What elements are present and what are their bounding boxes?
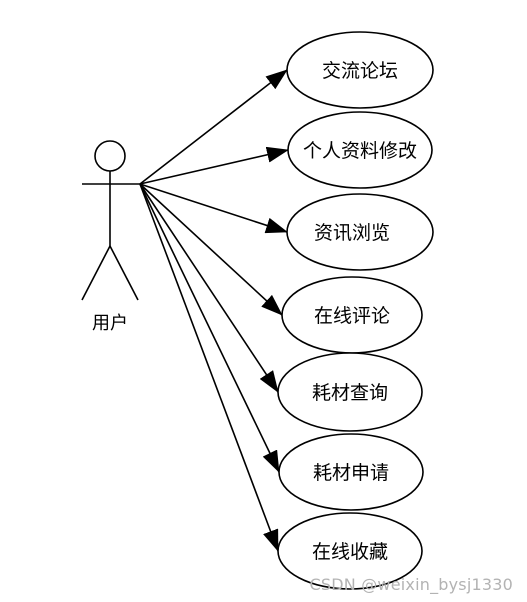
watermark: CSDN @weixin_bysj1330 (309, 575, 513, 594)
association-arrow (139, 69, 288, 185)
actor-label: 用户 (92, 313, 128, 334)
use-case-label: 耗材查询 (312, 382, 388, 404)
use-case-label: 耗材申请 (313, 462, 389, 484)
actor-head (94, 140, 126, 172)
use-case-news-browse: 资讯浏览 (286, 193, 434, 271)
use-case-ellipse (277, 512, 423, 590)
use-case-label: 在线评论 (314, 305, 390, 327)
use-case-ellipse (286, 193, 434, 271)
use-case-label: 在线收藏 (312, 541, 388, 563)
use-case-label: 资讯浏览 (314, 222, 390, 244)
association-arrow (139, 183, 279, 393)
associations (139, 69, 289, 552)
association-arrow (139, 146, 289, 185)
association-arrow (139, 183, 283, 316)
actor-user: 用户 (81, 140, 140, 334)
use-case-consumables-query: 耗材查询 (277, 352, 423, 432)
association-arrow (139, 183, 288, 234)
actor-left-leg (81, 245, 111, 301)
use-case-online-comment: 在线评论 (281, 276, 423, 354)
use-case-label: 交流论坛 (322, 60, 398, 82)
use-case-exchange-forum: 交流论坛 (286, 31, 434, 109)
use-case-ellipse (287, 111, 433, 189)
use-case-ellipse (277, 352, 423, 432)
use-case-profile-edit: 个人资料修改 (287, 111, 433, 189)
use-case-consumables-apply: 耗材申请 (278, 433, 424, 511)
use-case-ellipse (278, 433, 424, 511)
association-arrow (139, 183, 279, 552)
association-arrow (139, 183, 280, 473)
use-case-online-favorite: 在线收藏 (277, 512, 423, 590)
actor-right-leg (109, 245, 139, 301)
use-case-label: 个人资料修改 (303, 140, 417, 162)
use-case-ellipse (286, 31, 434, 109)
